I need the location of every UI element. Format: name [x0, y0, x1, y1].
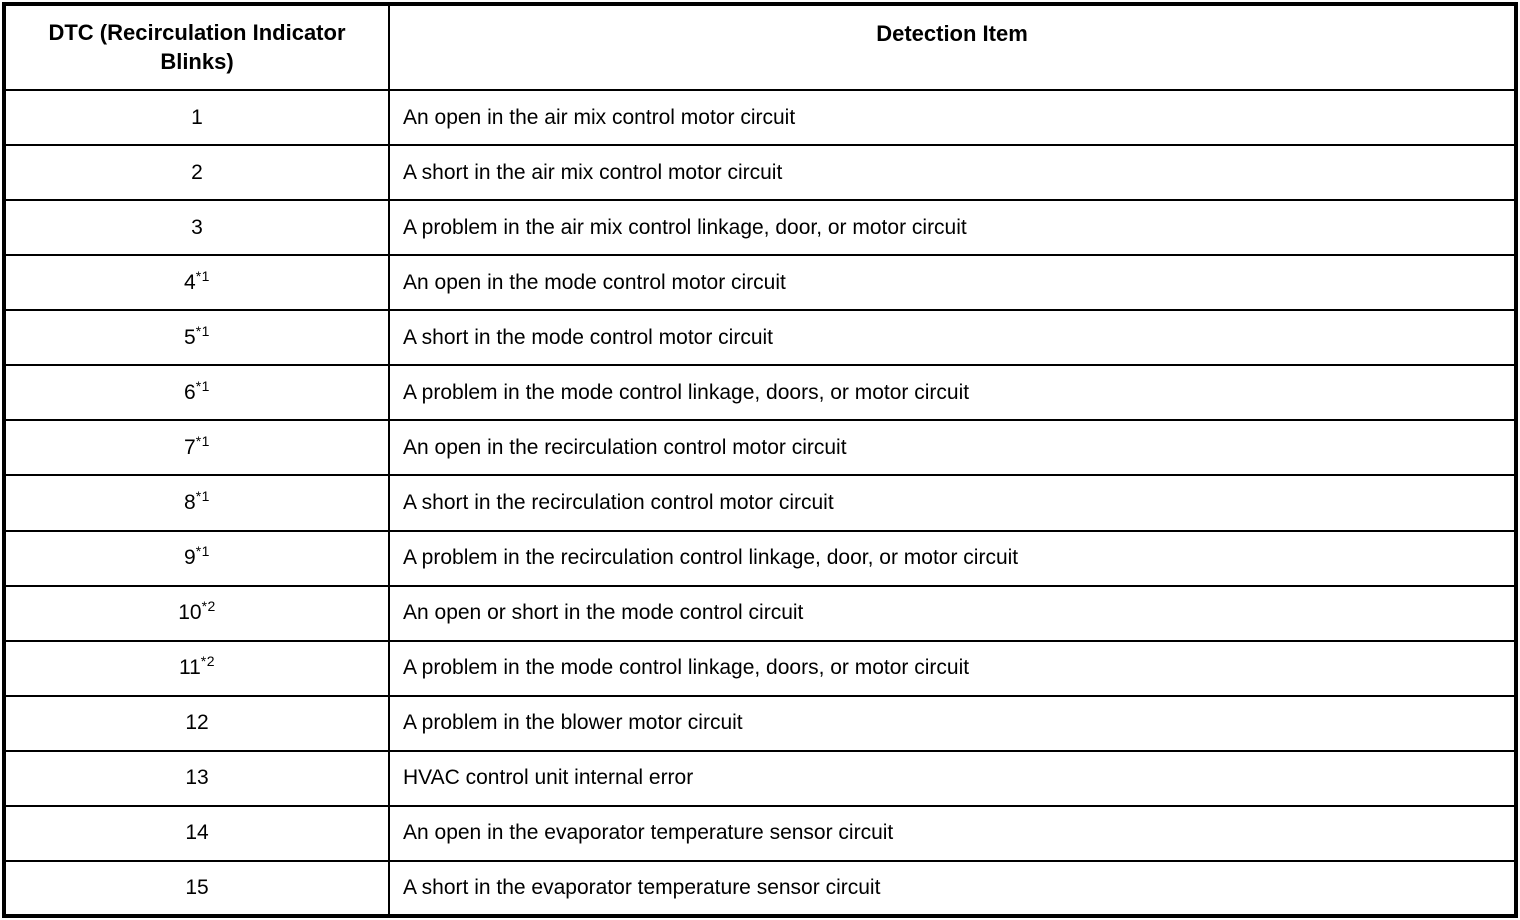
- dtc-code-cell: 11*2: [3, 639, 390, 697]
- dtc-code: 13: [185, 766, 209, 790]
- dtc-code-sup: *1: [195, 432, 210, 449]
- dtc-code-sup: *1: [195, 543, 210, 560]
- table-header: DTC (Recirculation Indicator Blinks) Det…: [3, 3, 1517, 91]
- table-row: 7*1 An open in the recirculation control…: [3, 419, 1517, 477]
- detection-item-text: A short in the evaporator temperature se…: [403, 875, 881, 899]
- detection-item-text: A problem in the mode control linkage, d…: [403, 380, 970, 404]
- table-row: 11*2 A problem in the mode control linka…: [3, 639, 1517, 697]
- detection-item-cell: A problem in the recirculation control l…: [388, 529, 1517, 587]
- table-body: 1 An open in the air mix control motor c…: [3, 88, 1517, 918]
- detection-item-text: A problem in the mode control linkage, d…: [403, 656, 970, 680]
- dtc-code-sup: *1: [195, 377, 210, 394]
- detection-item-text: A problem in the recirculation control l…: [403, 546, 1019, 570]
- detection-item-text: A short in the mode control motor circui…: [403, 325, 773, 349]
- dtc-code-cell: 4*1: [3, 254, 390, 312]
- table-row: 5*1 A short in the mode control motor ci…: [3, 309, 1517, 367]
- header-row: DTC (Recirculation Indicator Blinks) Det…: [3, 3, 1517, 91]
- dtc-code-cell: 8*1: [3, 474, 390, 532]
- detection-item-cell: A short in the recirculation control mot…: [388, 474, 1517, 532]
- detection-item-cell: An open in the air mix control motor cir…: [388, 88, 1517, 147]
- dtc-code: 3: [191, 215, 203, 239]
- dtc-code: 8: [184, 490, 196, 514]
- dtc-column-header: DTC (Recirculation Indicator Blinks): [3, 3, 390, 91]
- detection-item-cell: An open in the evaporator temperature se…: [388, 804, 1517, 862]
- dtc-code: 12: [185, 711, 209, 735]
- table-row: 14 An open in the evaporator temperature…: [3, 804, 1517, 862]
- dtc-code: 6: [184, 380, 196, 404]
- detection-item-text: An open in the recirculation control mot…: [403, 435, 847, 459]
- table-row: 1 An open in the air mix control motor c…: [3, 88, 1517, 147]
- dtc-code-cell: 14: [3, 804, 390, 862]
- detection-item-text: An open in the evaporator temperature se…: [403, 821, 894, 845]
- detection-item-cell: A short in the evaporator temperature se…: [388, 859, 1517, 918]
- dtc-code-cell: 9*1: [3, 529, 390, 587]
- detection-item-text: An open or short in the mode control cir…: [403, 601, 804, 625]
- detection-item-text: A problem in the air mix control linkage…: [403, 215, 967, 239]
- dtc-code-sup: *2: [200, 653, 216, 670]
- dtc-code: 15: [185, 875, 209, 899]
- table-row: 6*1 A problem in the mode control linkag…: [3, 364, 1517, 422]
- dtc-code: 7: [184, 435, 196, 459]
- dtc-code-sup: *2: [201, 598, 216, 615]
- dtc-code-cell: 1: [3, 88, 390, 147]
- detection-item-text: A short in the recirculation control mot…: [403, 490, 834, 514]
- detection-item-text: An open in the mode control motor circui…: [403, 270, 786, 294]
- table-row: 2 A short in the air mix control motor c…: [3, 144, 1517, 202]
- detection-item-text: A short in the air mix control motor cir…: [403, 160, 783, 184]
- dtc-code: 10: [178, 601, 202, 625]
- dtc-code: 9: [184, 546, 196, 570]
- dtc-code-cell: 7*1: [3, 419, 390, 477]
- detection-item-cell: HVAC control unit internal error: [388, 749, 1517, 807]
- detection-item-cell: An open or short in the mode control cir…: [388, 584, 1517, 642]
- dtc-code-cell: 15: [3, 859, 390, 918]
- table-row: 12 A problem in the blower motor circuit: [3, 694, 1517, 752]
- dtc-code-cell: 10*2: [3, 584, 390, 642]
- detection-item-cell: A problem in the mode control linkage, d…: [388, 639, 1517, 697]
- detection-item-cell: An open in the mode control motor circui…: [388, 254, 1517, 312]
- dtc-code: 2: [191, 160, 203, 184]
- detection-item-cell: An open in the recirculation control mot…: [388, 419, 1517, 477]
- table-row: 4*1 An open in the mode control motor ci…: [3, 254, 1517, 312]
- detection-item-cell: A short in the air mix control motor cir…: [388, 144, 1517, 202]
- detection-item-text: HVAC control unit internal error: [403, 766, 694, 790]
- dtc-code: 4: [184, 270, 196, 294]
- detection-item-cell: A problem in the air mix control linkage…: [388, 199, 1517, 257]
- dtc-code-sup: *1: [195, 267, 210, 284]
- detection-item-column-header: Detection Item: [388, 3, 1517, 91]
- dtc-code: 14: [185, 821, 209, 845]
- dtc-code-cell: 6*1: [3, 364, 390, 422]
- dtc-code-cell: 2: [3, 144, 390, 202]
- detection-item-cell: A problem in the blower motor circuit: [388, 694, 1517, 752]
- dtc-code-cell: 3: [3, 199, 390, 257]
- detection-item-cell: A problem in the mode control linkage, d…: [388, 364, 1517, 422]
- table-row: 3 A problem in the air mix control linka…: [3, 199, 1517, 257]
- dtc-code: 1: [191, 105, 203, 129]
- dtc-code: 11: [178, 656, 201, 680]
- detection-item-cell: A short in the mode control motor circui…: [388, 309, 1517, 367]
- dtc-code-sup: *1: [195, 322, 210, 339]
- detection-item-text: An open in the air mix control motor cir…: [403, 105, 796, 129]
- dtc-code-cell: 5*1: [3, 309, 390, 367]
- table-row: 8*1 A short in the recirculation control…: [3, 474, 1517, 532]
- table-row: 13 HVAC control unit internal error: [3, 749, 1517, 807]
- table-row: 10*2 An open or short in the mode contro…: [3, 584, 1517, 642]
- detection-item-text: A problem in the blower motor circuit: [403, 711, 743, 735]
- table-row: 15 A short in the evaporator temperature…: [3, 859, 1517, 918]
- dtc-code-cell: 12: [3, 694, 390, 752]
- dtc-code-cell: 13: [3, 749, 390, 807]
- dtc-code-sup: *1: [195, 487, 210, 504]
- dtc-code: 5: [184, 325, 196, 349]
- table-row: 9*1 A problem in the recirculation contr…: [3, 529, 1517, 587]
